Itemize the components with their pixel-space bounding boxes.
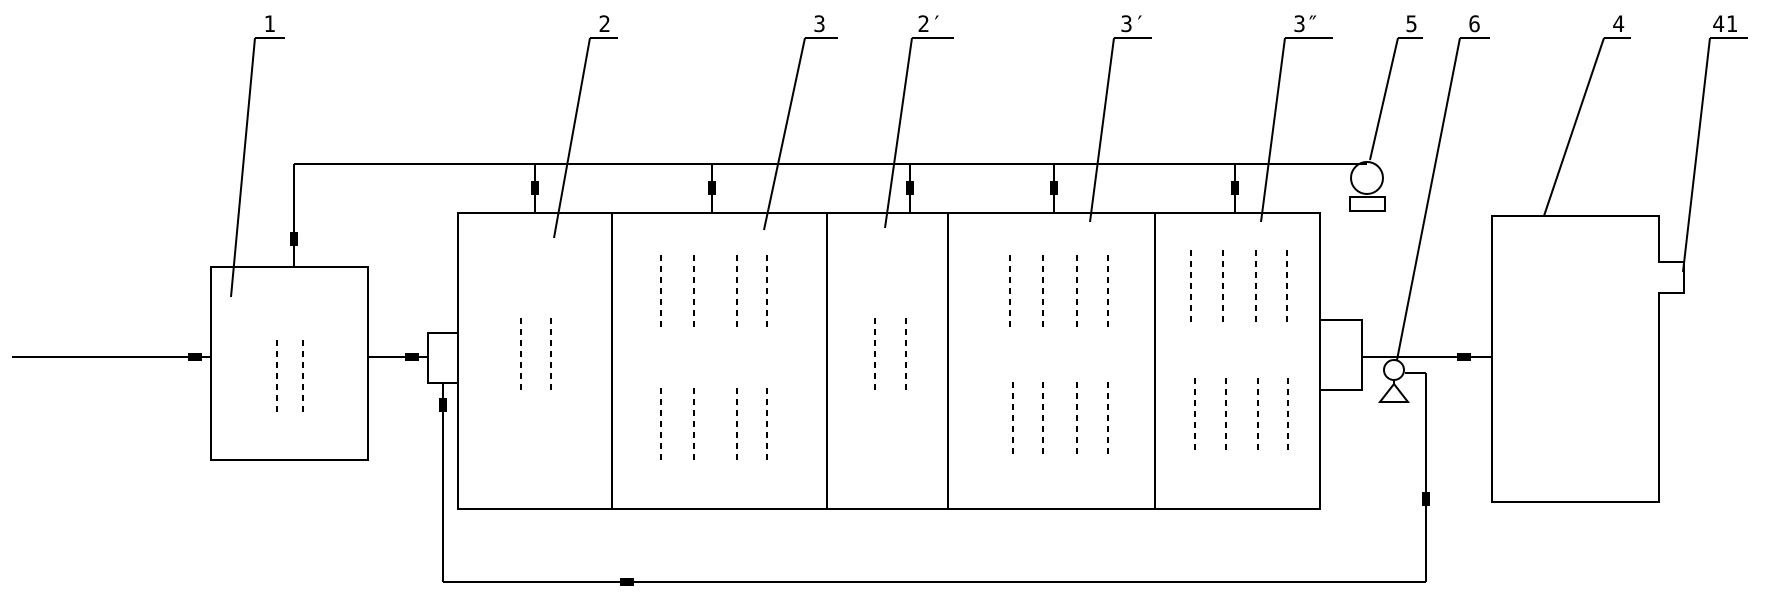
leader-lines [230,37,1748,361]
label-5: 5 [1405,13,1418,38]
label-4: 4 [1612,13,1625,38]
label-3pp: 3″ [1293,13,1320,38]
air-header-pipe [290,163,1365,267]
reactor-inlet-box [427,332,459,384]
blower-5 [1349,161,1386,212]
label-1: 1 [263,13,276,38]
label-6: 6 [1468,13,1481,38]
label-2p: 2′ [917,13,944,38]
label-3: 3 [813,13,826,38]
label-2: 2 [598,13,611,38]
pipe-tank1-to-reactor [368,353,428,361]
compartment-3-baffles [660,255,768,462]
compartment-2-baffles [520,318,552,395]
pump-6 [1377,359,1411,403]
tank-4 [1491,215,1685,503]
label-3p: 3′ [1120,13,1147,38]
inlet-pipe [12,353,210,361]
main-reactor [457,212,1321,510]
reactor-outlet-box [1319,319,1363,391]
compartment-2p-baffles [874,318,907,395]
tank-1 [210,266,369,461]
effluent-pipe [1362,353,1492,361]
recycle-pipe [439,372,1430,586]
compartment-3p-baffles [1009,255,1109,455]
label-41: 41 [1712,13,1739,38]
compartment-3pp-baffles [1190,250,1289,450]
